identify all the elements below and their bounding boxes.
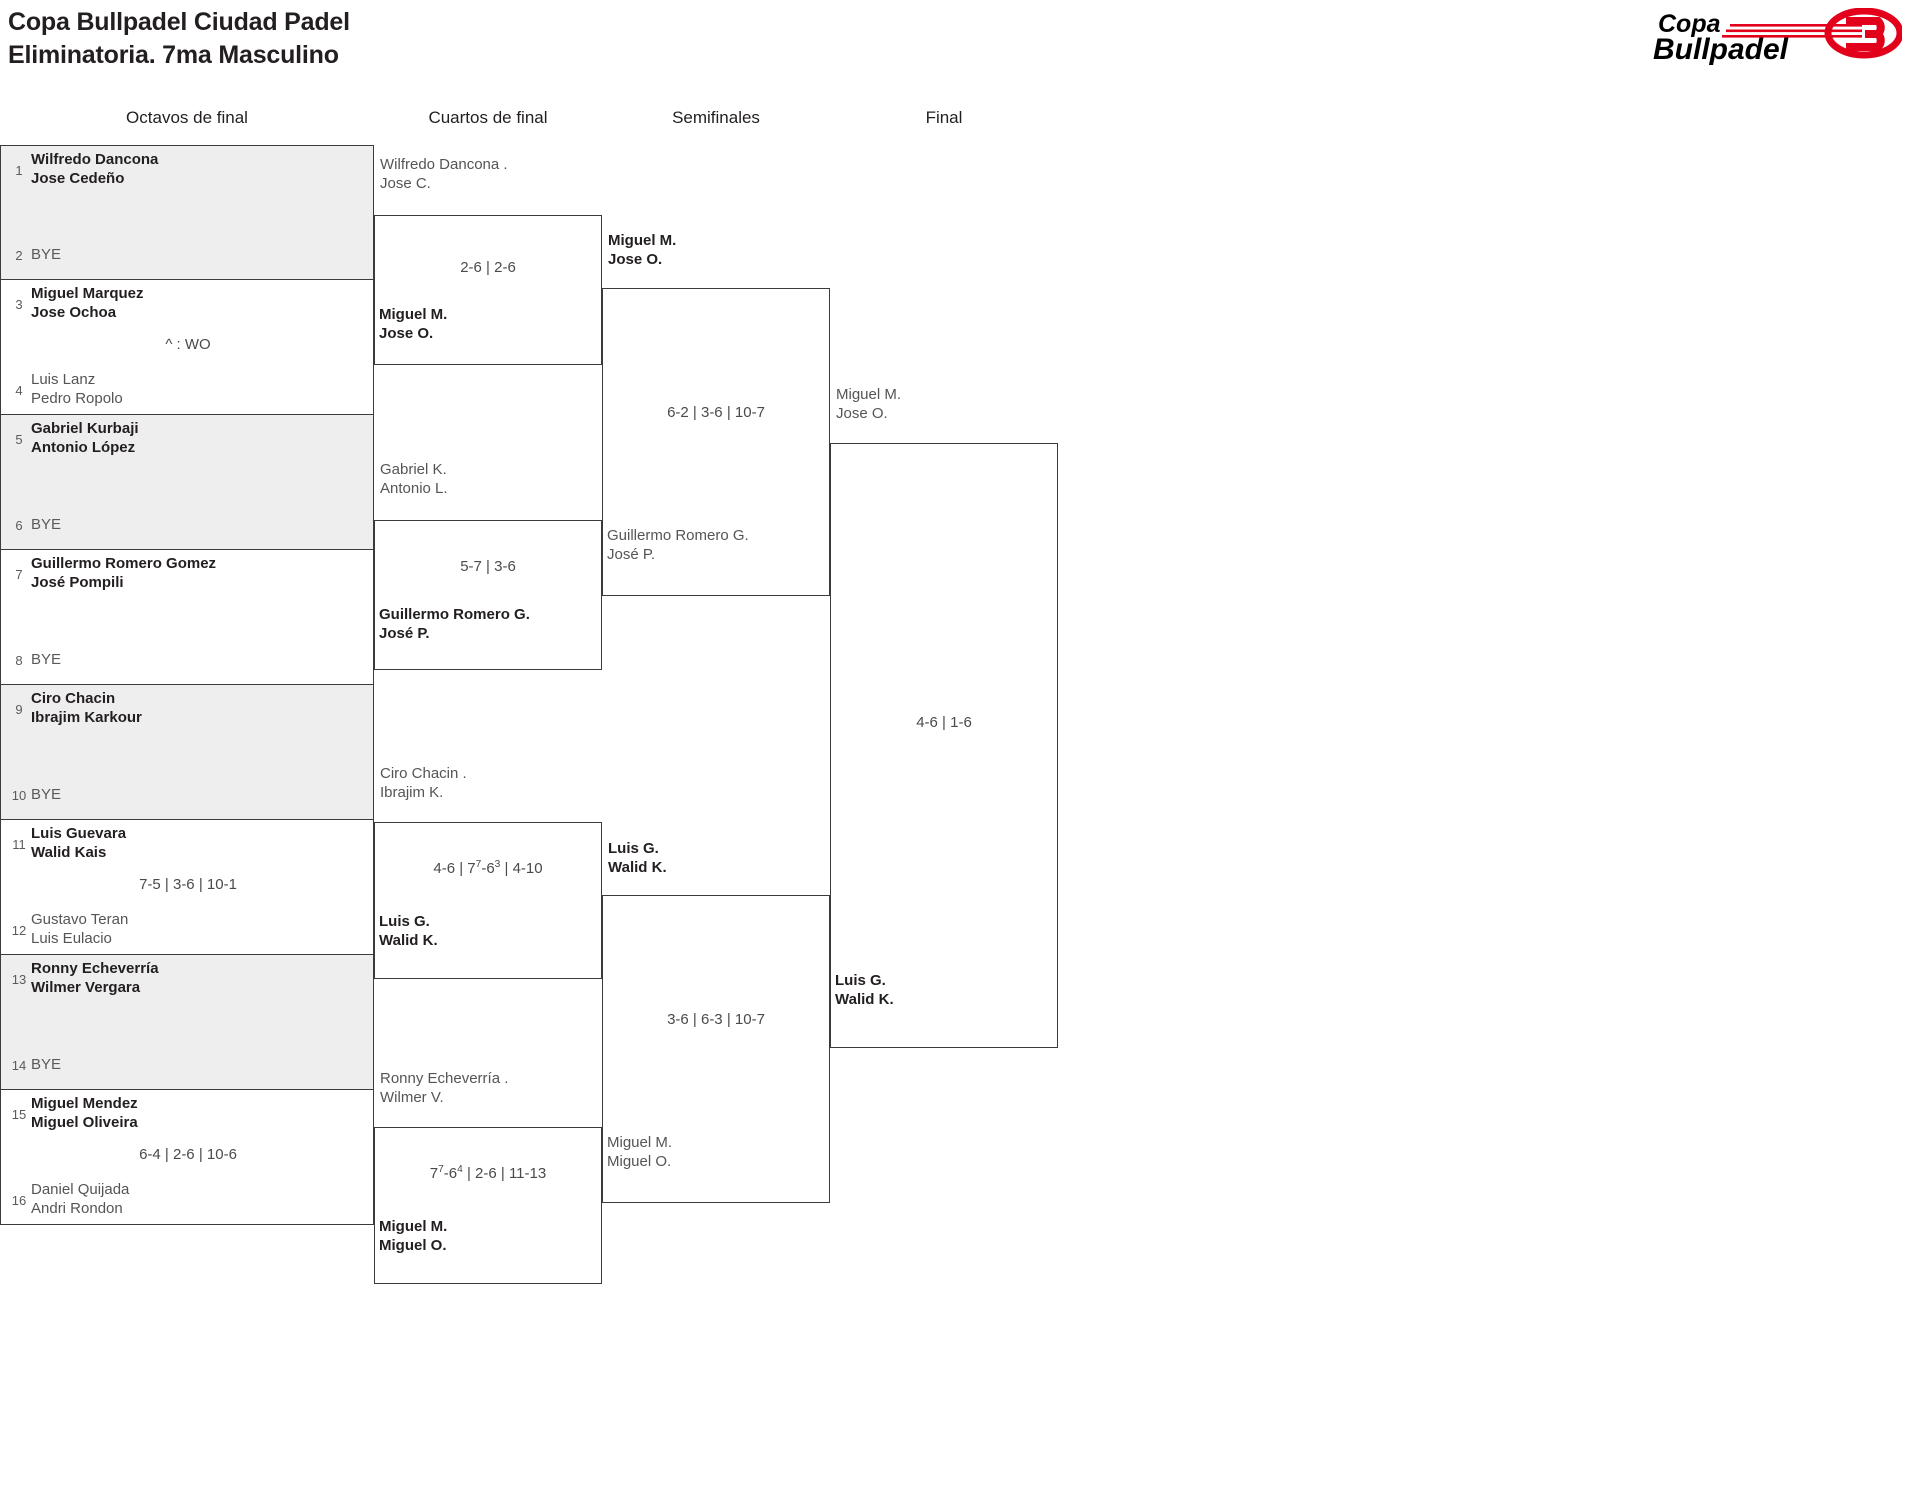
player-names: Luis Lanz Pedro Ropolo (31, 371, 123, 407)
seed-number: 14 (11, 1057, 27, 1073)
player-names: Miguel Mendez Miguel Oliveira (31, 1095, 138, 1131)
bracket-slot[interactable]: 15 Miguel Mendez Miguel Oliveira (1, 1094, 375, 1134)
advancing-player-names: Guillermo Romero G. José P. (607, 527, 749, 563)
match-score: 6-2 | 3-6 | 10-7 (667, 404, 765, 421)
match-score: 77-64 | 2-6 | 11-13 (429, 1164, 547, 1182)
player-names: Miguel Marquez Jose Ochoa (31, 285, 144, 321)
bracket-slot[interactable]: 14 BYE (1, 1045, 375, 1085)
bracket-slot[interactable]: 6 BYE (1, 505, 375, 545)
logo-word-bullpadel: Bullpadel (1653, 33, 1789, 66)
seed-number: 15 (11, 1106, 27, 1122)
match-box[interactable]: 77-64 | 2-6 | 11-13 Miguel M. Miguel O. (374, 1127, 602, 1284)
bracket-slot[interactable]: 7 Guillermo Romero Gomez José Pompili (1, 554, 375, 594)
bracket-slot[interactable]: 1 Wilfredo Dancona Jose Cedeño (1, 150, 375, 190)
page-title: Copa Bullpadel Ciudad Padel Eliminatoria… (8, 8, 350, 69)
player-names: Gabriel Kurbaji Antonio López (31, 420, 139, 456)
match-box[interactable]: 3-6 | 6-3 | 10-7 Miguel M. Miguel O. (602, 895, 830, 1203)
advancing-player-names: Gabriel K. Antonio L. (380, 461, 448, 497)
copa-bullpadel-logo: Copa Bullpadel (1652, 7, 1904, 66)
bracket-slot[interactable]: 11 Luis Guevara Walid Kais (1, 824, 375, 864)
advancing-player-names: Ciro Chacin . Ibrajim K. (380, 765, 467, 801)
player-names: Guillermo Romero Gomez José Pompili (31, 555, 217, 591)
bracket-slot[interactable]: 10 BYE (1, 775, 375, 815)
round-header-semifinales: Semifinales (672, 108, 760, 127)
bracket-slot[interactable]: 2 BYE (1, 235, 375, 275)
advancing-player-names: Wilfredo Dancona . Jose C. (380, 156, 508, 192)
advancing-player-names: Miguel M. Miguel O. (607, 1134, 673, 1170)
player-names: Daniel Quijada Andri Rondon (31, 1181, 130, 1217)
advancing-player-names: Luis G. Walid K. (835, 972, 894, 1008)
bracket-slot[interactable]: 13 Ronny Echeverría Wilmer Vergara (1, 959, 375, 999)
round-header-final: Final (925, 108, 963, 127)
round-header-cuartos: Cuartos de final (428, 108, 548, 127)
player-names: BYE (31, 785, 62, 803)
bracket-slot[interactable]: 9 Ciro Chacin Ibrajim Karkour (1, 689, 375, 729)
match-score: 7-5 | 3-6 | 10-1 (139, 876, 237, 893)
bracket-pair[interactable]: 1 Wilfredo Dancona Jose Cedeño 2 BYE (0, 145, 374, 280)
seed-number: 11 (12, 836, 26, 852)
match-score: ^ : WO (165, 336, 211, 353)
bracket-pair[interactable]: 13 Ronny Echeverría Wilmer Vergara 14 BY… (0, 955, 374, 1090)
seed-number: 4 (15, 382, 23, 398)
player-names: Luis Guevara Walid Kais (31, 825, 127, 861)
match-score: 5-7 | 3-6 (460, 558, 516, 575)
seed-number: 2 (15, 247, 23, 263)
bracket-pair[interactable]: 7 Guillermo Romero Gomez José Pompili 8 … (0, 550, 374, 685)
seed-number: 9 (15, 701, 23, 717)
advancing-player-names: Luis G. Walid K. (379, 913, 438, 949)
logo-word-copa: Copa (1658, 10, 1721, 38)
match-box[interactable]: 4-6 | 1-6 Luis G. Walid K. (830, 443, 1058, 1048)
advancing-player-names: Miguel M. Miguel O. (379, 1218, 448, 1254)
round-header-octavos: Octavos de final (126, 108, 248, 127)
bracket-pair[interactable]: 9 Ciro Chacin Ibrajim Karkour 10 BYE (0, 685, 374, 820)
player-names: BYE (31, 1055, 62, 1073)
bracket-slot[interactable]: 4 Luis Lanz Pedro Ropolo (1, 370, 375, 410)
logo-speed-lines (1722, 24, 1862, 38)
bracket-slot[interactable]: 3 Miguel Marquez Jose Ochoa (1, 284, 375, 324)
seed-number: 8 (15, 652, 23, 668)
match-box[interactable]: 6-2 | 3-6 | 10-7 Guillermo Romero G. Jos… (602, 288, 830, 596)
match-box[interactable]: 5-7 | 3-6 Guillermo Romero G. José P. (374, 520, 602, 670)
bracket-slot[interactable]: 12 Gustavo Teran Luis Eulacio (1, 910, 375, 950)
seed-number: 13 (11, 971, 27, 987)
seed-number: 16 (11, 1192, 27, 1208)
bracket-slot[interactable]: 8 BYE (1, 640, 375, 680)
player-names: Wilfredo Dancona Jose Cedeño (31, 151, 159, 187)
seed-number: 1 (15, 162, 23, 178)
bracket-pair[interactable]: 3 Miguel Marquez Jose Ochoa 4 Luis Lanz … (0, 280, 374, 415)
bracket-pair[interactable]: 15 Miguel Mendez Miguel Oliveira 16 Dani… (0, 1090, 374, 1225)
seed-number: 12 (11, 922, 27, 938)
seed-number: 7 (15, 566, 23, 582)
logo-mark (1824, 7, 1904, 59)
advancing-player-names: Luis G. Walid K. (608, 840, 667, 876)
seed-number: 10 (11, 787, 27, 803)
advancing-player-names: Miguel M. Jose O. (608, 232, 677, 268)
match-box[interactable]: 4-6 | 77-63 | 4-10 Luis G. Walid K. (374, 822, 602, 979)
match-score: 3-6 | 6-3 | 10-7 (667, 1011, 765, 1028)
player-names: Ronny Echeverría Wilmer Vergara (31, 960, 159, 996)
advancing-player-names: Miguel M. Jose O. (379, 306, 448, 342)
player-names: Gustavo Teran Luis Eulacio (31, 911, 129, 947)
match-score: 2-6 | 2-6 (460, 259, 516, 276)
player-names: BYE (31, 650, 62, 668)
player-names: BYE (31, 515, 62, 533)
advancing-player-names: Ronny Echeverría . Wilmer V. (380, 1070, 509, 1106)
advancing-player-names: Miguel M. Jose O. (836, 386, 902, 422)
player-names: BYE (31, 245, 62, 263)
seed-number: 6 (15, 517, 23, 533)
seed-number: 3 (15, 296, 23, 312)
bracket-pair[interactable]: 11 Luis Guevara Walid Kais 12 Gustavo Te… (0, 820, 374, 955)
match-score: 6-4 | 2-6 | 10-6 (139, 1146, 237, 1163)
match-score: 4-6 | 1-6 (916, 714, 972, 731)
player-names: Ciro Chacin Ibrajim Karkour (31, 690, 142, 726)
bracket-slot[interactable]: 5 Gabriel Kurbaji Antonio López (1, 419, 375, 459)
match-box[interactable]: 2-6 | 2-6 Miguel M. Jose O. (374, 215, 602, 365)
seed-number: 5 (15, 431, 23, 447)
match-score: 4-6 | 77-63 | 4-10 (433, 859, 543, 877)
advancing-player-names: Guillermo Romero G. José P. (379, 606, 530, 642)
bracket-slot[interactable]: 16 Daniel Quijada Andri Rondon (1, 1180, 375, 1220)
bracket-pair[interactable]: 5 Gabriel Kurbaji Antonio López 6 BYE (0, 415, 374, 550)
